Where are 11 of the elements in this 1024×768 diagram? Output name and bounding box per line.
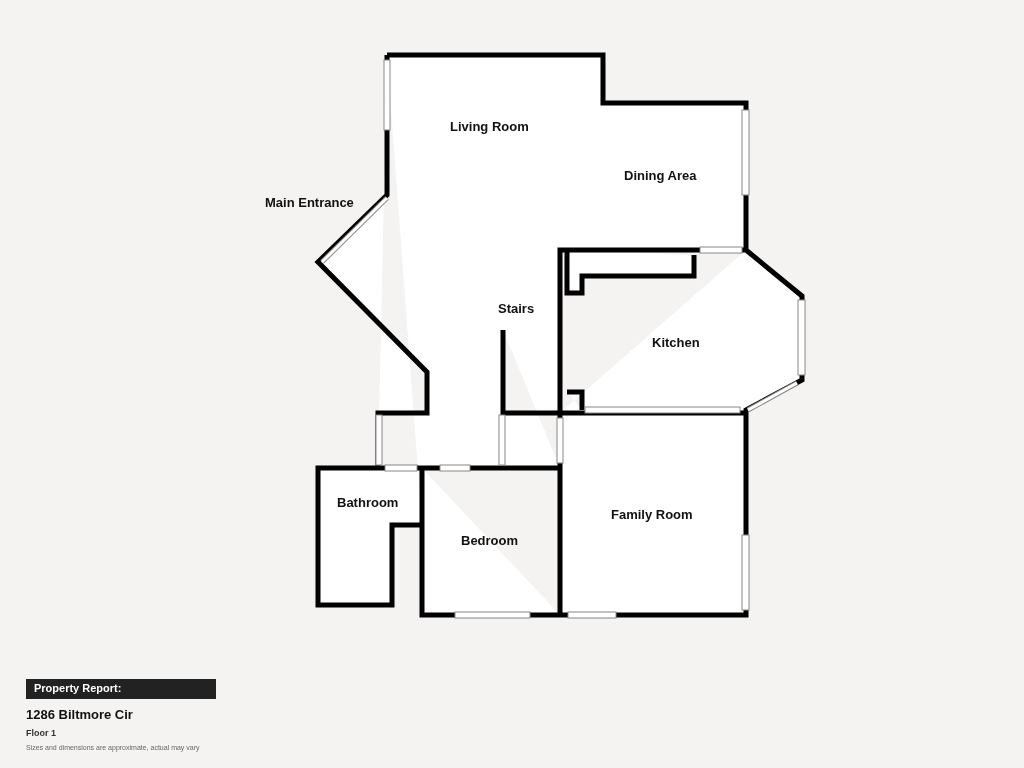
room-label: Main Entrance [265,195,354,210]
floor-label: Floor 1 [26,728,56,738]
address-text: 1286 Biltmore Cir [26,707,133,722]
room-label: Bathroom [337,495,399,510]
room-label: Stairs [498,301,535,316]
room-label: Dining Area [624,168,697,183]
report-heading: Property Report: [34,682,122,694]
room-label: Kitchen [652,335,700,350]
room-label: Living Room [450,119,529,134]
room-label: Bedroom [461,533,519,548]
room-label: Family Room [611,507,693,522]
